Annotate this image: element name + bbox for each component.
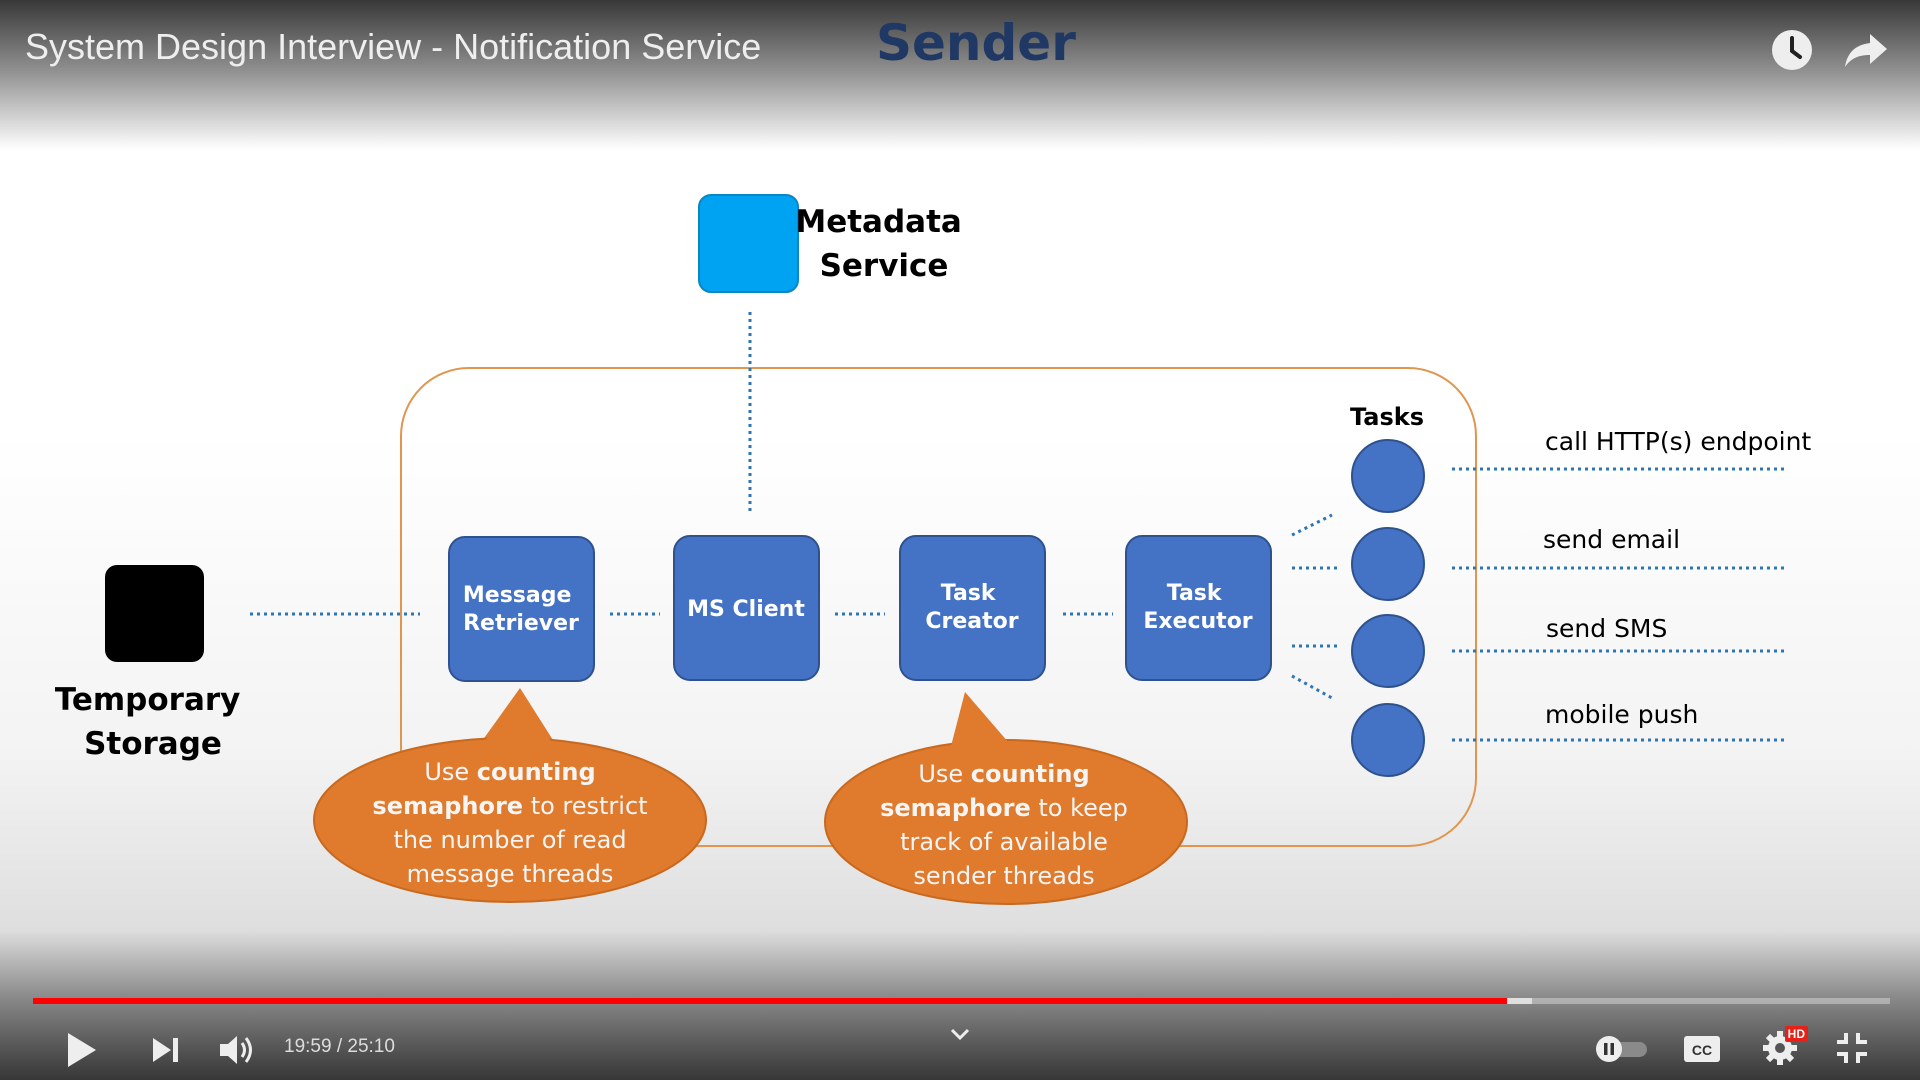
autoplay-toggle[interactable] — [1592, 1030, 1652, 1068]
share-button[interactable] — [1838, 22, 1894, 78]
task-creator-box — [899, 535, 1046, 681]
chevron-down-icon — [950, 1028, 970, 1041]
video-title[interactable]: System Design Interview - Notification S… — [25, 26, 762, 67]
callout-text-run: track of available — [900, 828, 1108, 856]
tasks-heading: Tasks — [1350, 403, 1424, 431]
cc-button[interactable]: CC — [1678, 1028, 1726, 1070]
settings-button[interactable]: HD — [1752, 1024, 1808, 1072]
callout-text-run: to restrict — [523, 792, 648, 820]
callout-text-run: counting — [971, 760, 1090, 788]
ms-client-label: MS Client — [687, 597, 805, 622]
callout-left: Use counting semaphore to restrict the num… — [313, 688, 707, 903]
task-creator-label: Task Creator — [925, 581, 1018, 634]
callout-text-run: Use — [918, 760, 970, 788]
task-output-label-3: send SMS — [1546, 614, 1667, 643]
task-output-label-1: call HTTP(s) endpoint — [1545, 427, 1811, 456]
metadata-service-box — [698, 194, 799, 293]
callout-text-run: message threads — [407, 860, 614, 888]
callout-left-text: Use counting semaphore to restrict the num… — [372, 758, 647, 888]
task-circle-4 — [1351, 703, 1425, 777]
time-total: 25:10 — [347, 1036, 395, 1057]
connector-executor-task1 — [1291, 513, 1333, 537]
task-circle-1 — [1351, 439, 1425, 513]
temporary-storage-label: Temporary Storage — [55, 682, 251, 762]
connectors — [250, 312, 1788, 742]
temporary-storage-box — [105, 565, 204, 662]
time-separator: / — [331, 1036, 348, 1057]
share-arrow-icon — [1845, 34, 1887, 67]
volume-icon — [220, 1036, 252, 1064]
task-output-label-2: send email — [1543, 525, 1680, 554]
task-output-label-4: mobile push — [1545, 700, 1698, 729]
svg-text:CC: CC — [1692, 1042, 1712, 1058]
slide-title: Sender — [876, 14, 1076, 72]
play-icon — [68, 1033, 96, 1067]
exit-fullscreen-icon — [1837, 1033, 1867, 1063]
chevron-button[interactable] — [942, 1020, 978, 1048]
progress-played — [33, 998, 1508, 1004]
fullscreen-exit-button[interactable] — [1826, 1024, 1878, 1072]
callout-text-run: Use — [424, 758, 476, 786]
metadata-service-label: Metadata Service — [795, 204, 972, 284]
callout-text-run: sender threads — [913, 862, 1094, 890]
callout-text-run: counting — [477, 758, 596, 786]
callout-text-run: semaphore — [880, 794, 1031, 822]
closed-captions-icon: CC — [1684, 1036, 1720, 1062]
autoplay-toggle-icon — [1596, 1036, 1647, 1062]
callout-right-text: Use counting semaphore to keep track of av… — [880, 760, 1128, 890]
message-retriever-label: Message Retriever — [463, 583, 579, 636]
callout-text-run: to keep — [1031, 794, 1128, 822]
hd-badge: HD — [1784, 1026, 1808, 1042]
time-current: 19:59 — [284, 1036, 332, 1057]
volume-button[interactable] — [212, 1026, 264, 1074]
task-circle-3 — [1351, 614, 1425, 688]
watch-later-button[interactable] — [1764, 22, 1820, 78]
skip-next-icon — [153, 1038, 178, 1062]
task-executor-label: Task Executor — [1143, 581, 1252, 634]
callout-right: Use counting semaphore to keep track of av… — [824, 692, 1188, 905]
time-display: 19:59 / 25:10 — [284, 1036, 395, 1058]
progress-bar[interactable] — [33, 998, 1890, 1004]
message-retriever-box — [448, 536, 595, 682]
connector-executor-task4 — [1291, 674, 1333, 700]
task-executor-box — [1125, 535, 1272, 681]
callout-text-run: the number of read — [393, 826, 626, 854]
play-button[interactable] — [58, 1026, 106, 1074]
ms-client-box — [673, 535, 820, 681]
clock-icon — [1772, 30, 1812, 70]
task-circle-2 — [1351, 527, 1425, 601]
callout-text-run: semaphore — [372, 792, 523, 820]
next-button[interactable] — [142, 1026, 190, 1074]
top-shade — [0, 0, 1920, 150]
player-controls: 19:59 / 25:10 CC — [0, 1010, 1920, 1080]
